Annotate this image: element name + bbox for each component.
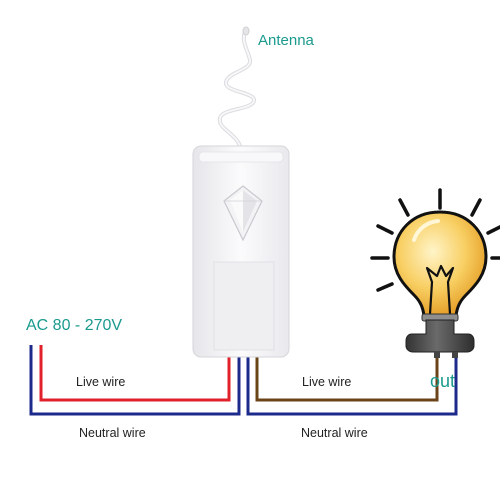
neutral-wire-output [246,350,458,416]
antenna-wire [217,26,257,157]
receiver-device [192,145,290,358]
filament-icon [425,264,455,315]
pairing-button [223,185,263,242]
live-wire-output-label: Live wire [302,375,352,389]
antenna-label: Antenna [258,32,314,49]
lamp-socket [405,319,475,353]
live-wire-input-label: Live wire [76,375,126,389]
neutral-wire-output-label: Neutral wire [301,426,368,440]
light-bulb-icon [370,188,500,358]
live-wire-input [39,345,231,402]
neutral-wire-input-label: Neutral wire [79,426,146,440]
live-wire-output [255,350,439,402]
light-rays [370,188,500,292]
neutral-wire-input [29,345,241,416]
ac-input-label: AC 80 - 270V [26,317,123,334]
output-label: out [430,371,456,391]
wiring [29,345,458,416]
